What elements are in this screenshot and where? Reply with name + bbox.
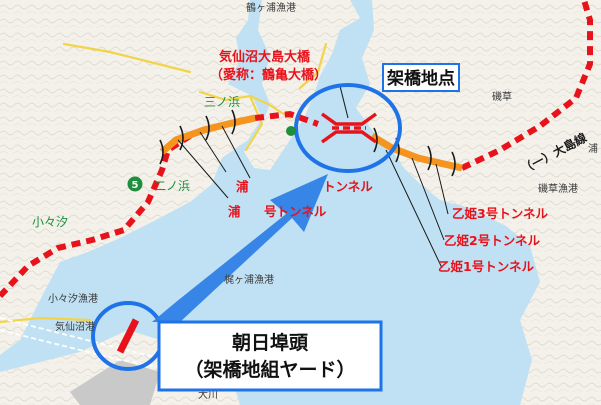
yard-marker bbox=[116, 318, 140, 354]
main-route bbox=[0, 0, 593, 299]
route-east bbox=[460, 0, 593, 171]
tunnel-east bbox=[370, 132, 463, 172]
label-kokogoshio: 小々汐 bbox=[32, 214, 68, 229]
tunnel-otohime-1: 乙姫1号トンネル bbox=[438, 259, 534, 274]
tunnel-west bbox=[159, 114, 256, 155]
label-isokusa-port: 磯草漁港 bbox=[538, 182, 578, 195]
leader-lines bbox=[177, 85, 449, 269]
site-label-box bbox=[382, 63, 460, 92]
bridge-site-circle bbox=[294, 83, 402, 173]
label-isokusa: 磯草 bbox=[492, 90, 512, 103]
poi-dot bbox=[286, 126, 296, 136]
label-kokogoshio-port: 小々汐漁港 bbox=[48, 292, 98, 305]
secondary-roads bbox=[0, 42, 328, 324]
bridge-symbol bbox=[320, 112, 378, 144]
label-tsurugaura: 鶴ヶ浦漁港 bbox=[246, 1, 296, 14]
route-number: 5 bbox=[132, 180, 139, 191]
tunnel-left-a-prefix: 浦 bbox=[236, 179, 249, 194]
label-kajigaura: 梶ヶ浦漁港 bbox=[224, 273, 274, 286]
tunnel-otohime-2: 乙姫2号トンネル bbox=[444, 233, 540, 248]
site-label: 架橋地点 bbox=[387, 68, 455, 89]
yard-label-line1: 朝日埠頭 bbox=[232, 331, 309, 354]
tunnel-segments bbox=[159, 114, 463, 172]
transport-arrow bbox=[152, 174, 328, 322]
bridge-nickname: （愛称：鶴亀大橋） bbox=[210, 67, 327, 83]
label-ura: 浦 bbox=[588, 142, 598, 155]
route-number-marker: 5 bbox=[127, 176, 143, 192]
tunnel-left-a-suffix: トンネル bbox=[323, 179, 373, 194]
pier bbox=[70, 360, 160, 405]
yard-label-line2: （架橋地組ヤード） bbox=[184, 358, 355, 381]
tunnel-left-b-prefix: 浦 bbox=[228, 204, 241, 219]
label-ninohama: 二ノ浜 bbox=[154, 179, 190, 193]
yard-label-box bbox=[157, 320, 383, 392]
label-sannohama: 三ノ浜 bbox=[204, 95, 240, 109]
route-center bbox=[254, 110, 320, 127]
tunnel-otohime-3: 乙姫3号トンネル bbox=[452, 206, 548, 221]
bridge-name: 気仙沼大島大橋 bbox=[219, 49, 311, 65]
tunnel-left-b-suffix: 号トンネル bbox=[264, 204, 327, 219]
label-kesennuma-port: 気仙沼港 bbox=[55, 320, 95, 333]
route-west bbox=[0, 133, 192, 299]
